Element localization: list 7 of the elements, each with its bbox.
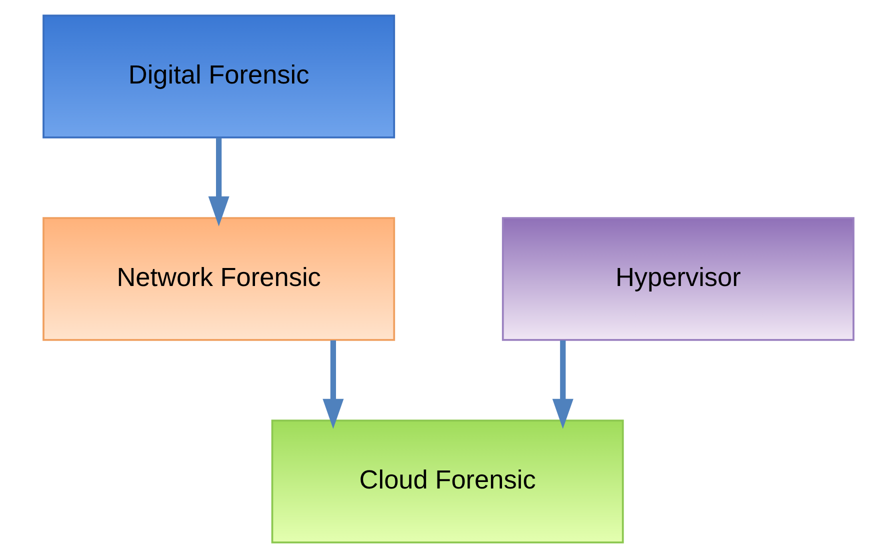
- arrow: [208, 138, 229, 226]
- node-box: Hypervisor: [501, 217, 854, 341]
- arrow: [552, 340, 573, 429]
- arrow: [322, 340, 344, 429]
- node-box: Cloud Forensic: [270, 420, 624, 544]
- node-box: Network Forensic: [42, 217, 395, 341]
- node-box: Digital Forensic: [42, 14, 395, 138]
